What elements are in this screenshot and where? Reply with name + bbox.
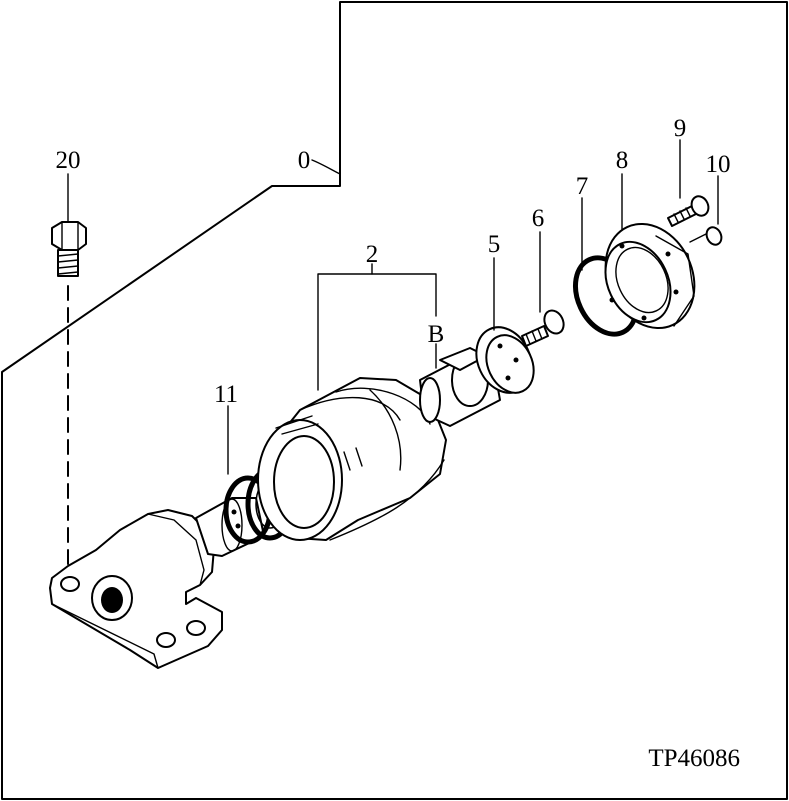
bracket-housing — [49, 509, 223, 669]
callout-5: 5 — [488, 231, 501, 258]
callout-11: 11 — [214, 381, 238, 408]
retaining-plate-part-5 — [475, 326, 535, 394]
callout-labels: 20 0 2 B 5 6 7 8 9 10 11 — [56, 115, 731, 408]
figure-reference-code: TP46086 — [648, 745, 740, 772]
callout-8: 8 — [616, 147, 629, 174]
track-roller-part-2 — [257, 377, 447, 541]
cap-screw-part-20 — [51, 221, 87, 277]
screw-part-6 — [521, 309, 565, 347]
callout-2: 2 — [366, 241, 379, 268]
callout-6: 6 — [532, 205, 545, 232]
callout-20: 20 — [56, 147, 81, 174]
leader-lines — [67, 139, 719, 475]
plug-part-10 — [689, 226, 723, 246]
end-cover-part-8 — [604, 222, 696, 330]
callout-0: 0 — [298, 147, 311, 174]
bolt-part-9 — [667, 195, 710, 227]
callout-10: 10 — [706, 151, 731, 178]
callout-9: 9 — [674, 115, 687, 142]
callout-7: 7 — [576, 173, 589, 200]
callout-b: B — [428, 321, 445, 348]
